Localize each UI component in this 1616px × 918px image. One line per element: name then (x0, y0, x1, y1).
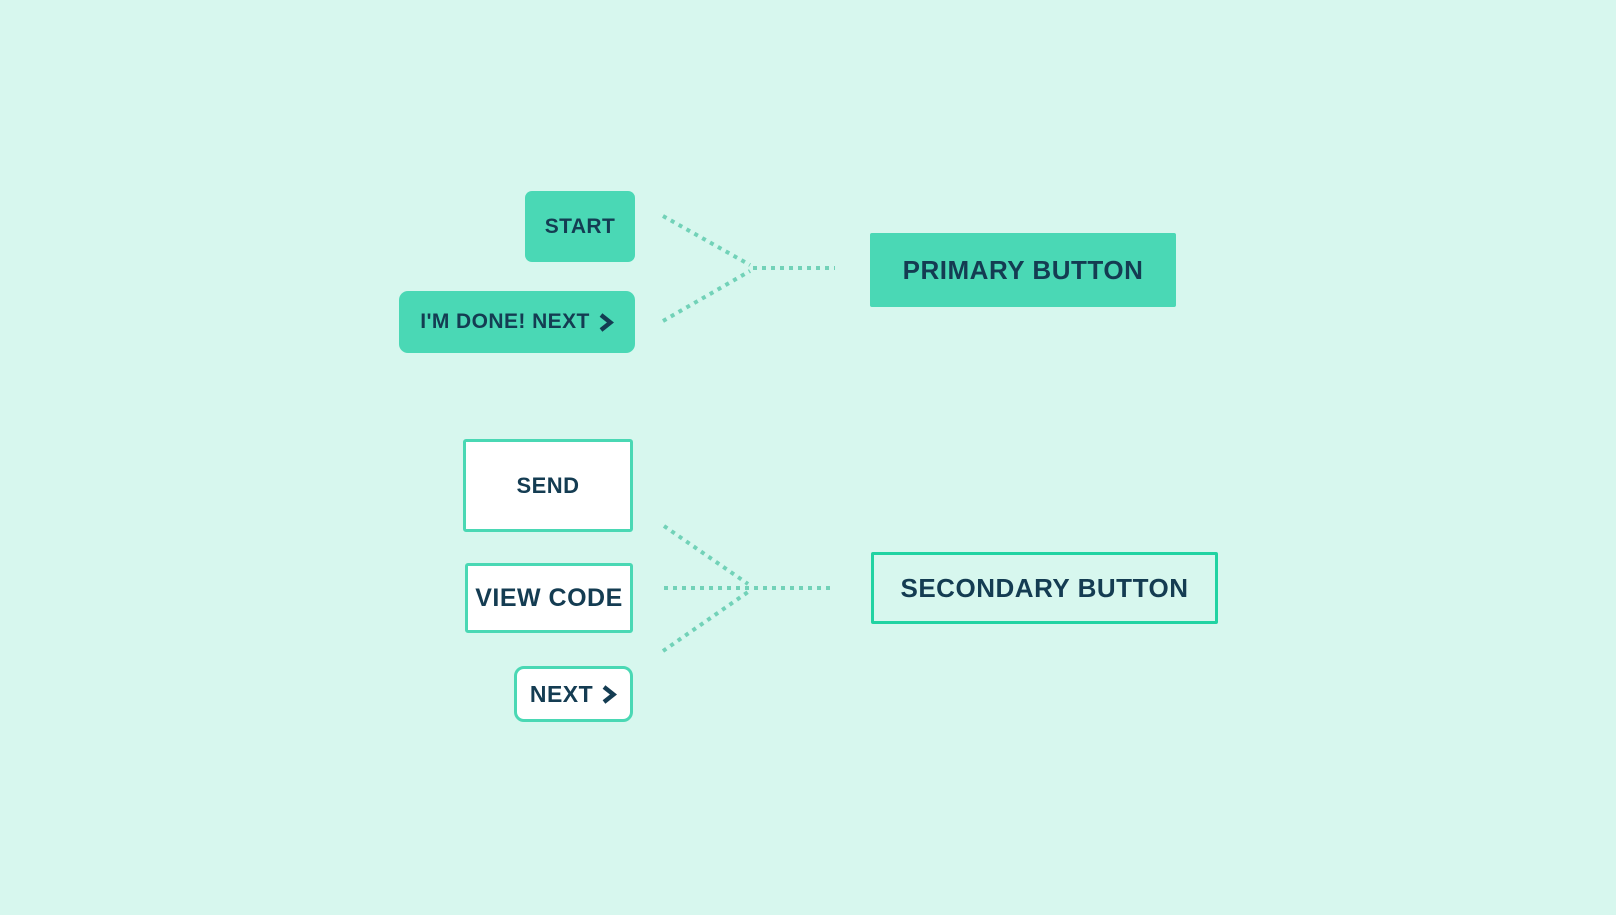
send-button-label: SEND (516, 472, 580, 498)
chevron-right-icon (602, 684, 618, 704)
primary-button-label: PRIMARY BUTTON (902, 254, 1144, 285)
next-button[interactable]: NEXT (514, 666, 633, 722)
page-bottom-edge (0, 915, 1616, 918)
view-code-button-label: VIEW CODE (475, 583, 623, 612)
connector-line-imdone-to-primary (662, 269, 751, 323)
start-button[interactable]: START (525, 191, 635, 262)
view-code-button[interactable]: VIEW CODE (465, 563, 633, 633)
im-done-next-button[interactable]: I'M DONE! NEXT (399, 291, 635, 353)
start-button-label: START (544, 214, 616, 238)
primary-button[interactable]: PRIMARY BUTTON (870, 233, 1176, 307)
connector-line-next-to-secondary (661, 590, 750, 653)
connector-line-start-to-primary (662, 214, 751, 267)
im-done-next-button-label: I'M DONE! NEXT (420, 310, 590, 333)
connector-line-send-to-secondary (662, 524, 750, 586)
next-button-label: NEXT (529, 680, 594, 707)
chevron-right-icon (599, 312, 614, 332)
secondary-button-label: SECONDARY BUTTON (900, 572, 1189, 603)
send-button[interactable]: SEND (463, 439, 633, 532)
secondary-button[interactable]: SECONDARY BUTTON (871, 552, 1218, 624)
